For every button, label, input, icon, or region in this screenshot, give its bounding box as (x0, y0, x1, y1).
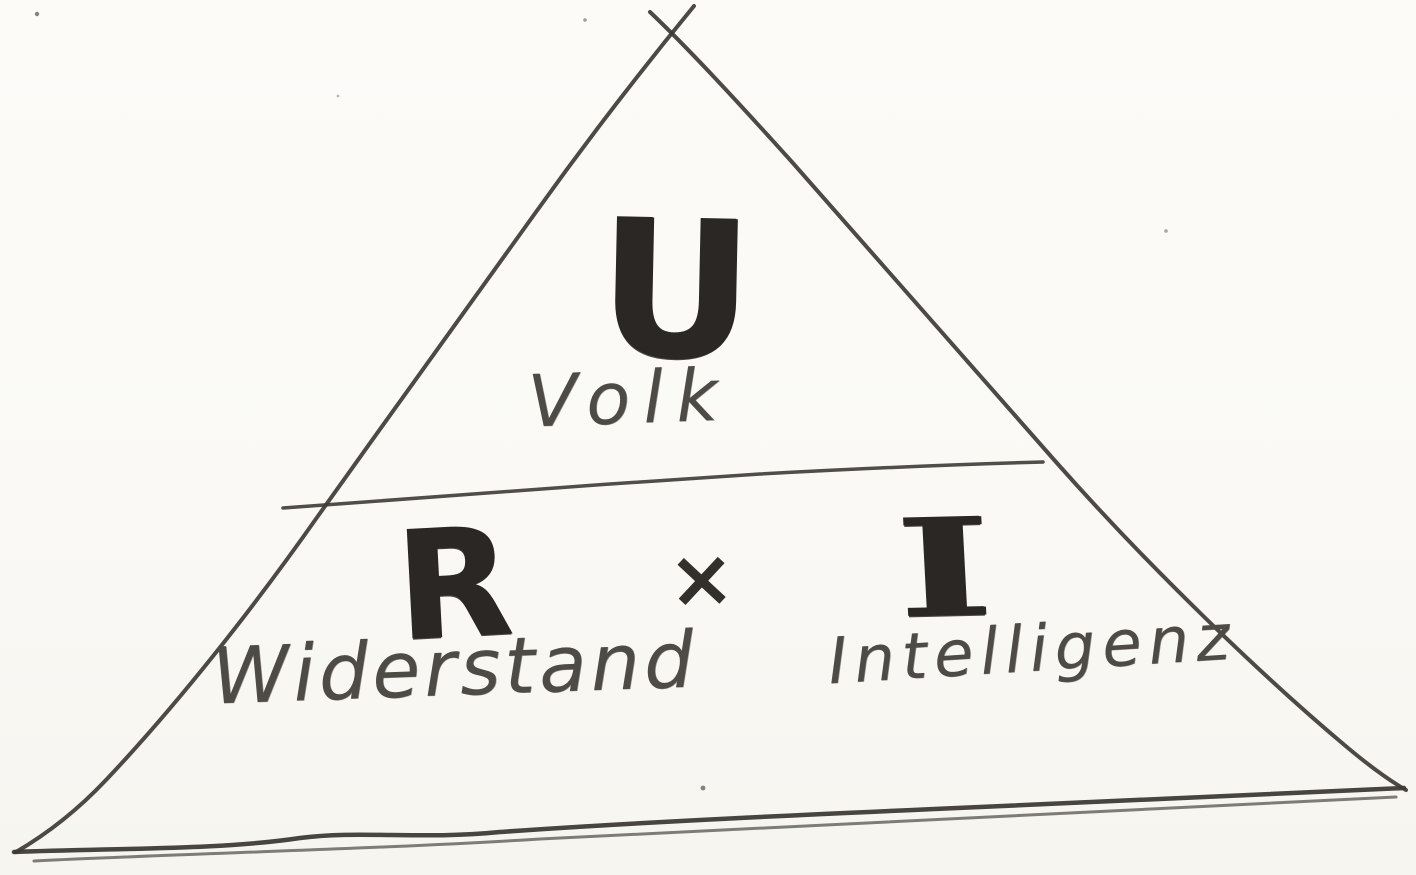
paper-specks (34, 11, 1168, 791)
triangle-right-edge (648, 10, 1408, 792)
fraction-divider-line (281, 460, 1045, 510)
triangle-bottom-edge-double (32, 795, 1398, 863)
triangle-bottom-edge (11, 785, 1407, 855)
voltage-label: Volk (526, 352, 733, 444)
triangle-left-edge (14, 4, 696, 854)
multiply-operator: × (666, 530, 737, 627)
resistance-label: Widerstand (210, 615, 699, 723)
